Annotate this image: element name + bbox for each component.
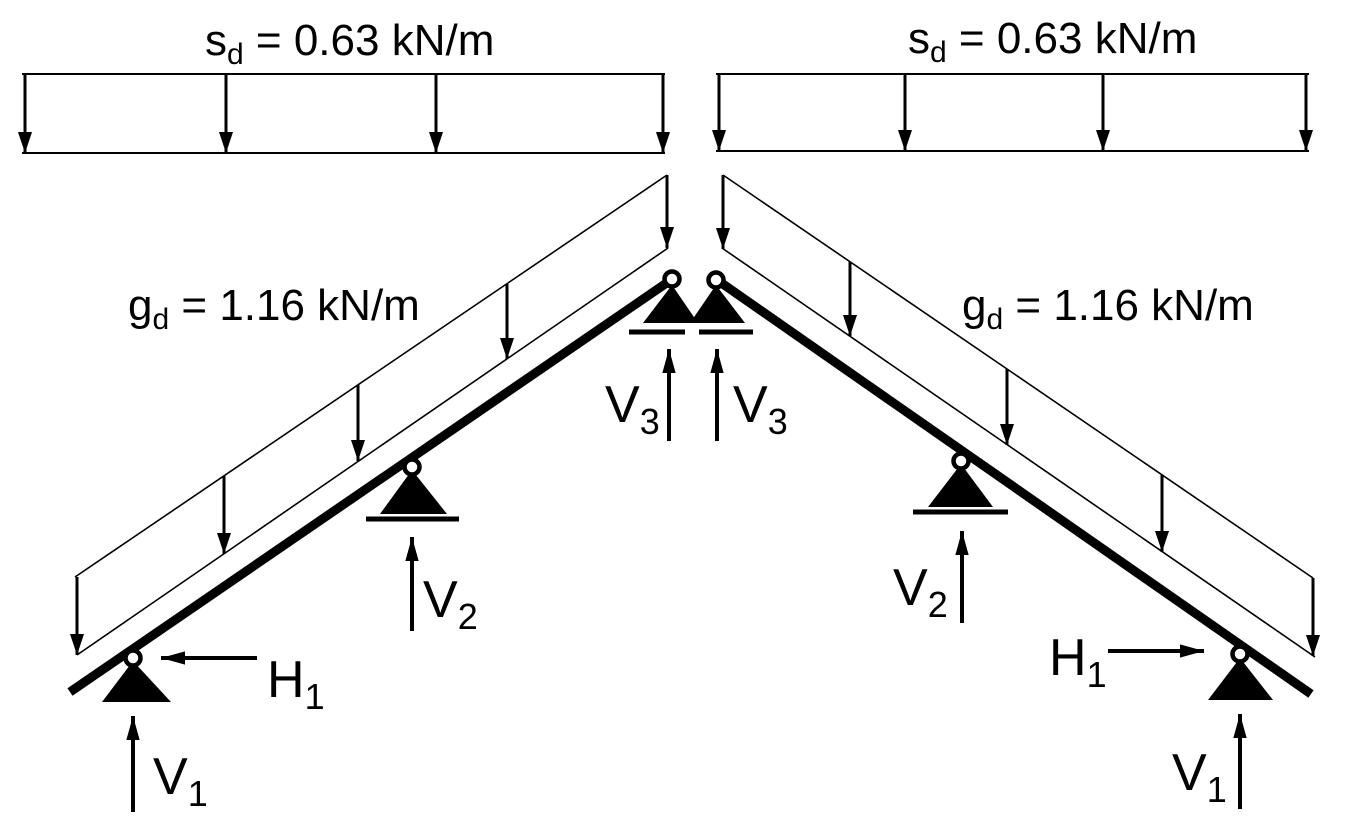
support-triangle — [380, 470, 447, 514]
snow-load-band-left: sd = 0.63 kN/m — [18, 16, 670, 154]
support-mid-left — [366, 457, 459, 522]
dead-band-bottom-line — [721, 247, 1316, 658]
support-ridge — [629, 269, 753, 335]
reaction-v1-left: V1 — [126, 716, 208, 814]
support-triangle — [643, 285, 698, 323]
reaction-v3-right: V3 — [710, 349, 788, 442]
support-bottom-right — [1208, 644, 1273, 700]
support-bottom-left — [102, 648, 171, 702]
reaction-label-v3-left: V3 — [605, 376, 660, 442]
reaction-v1-right: V1 — [1172, 714, 1247, 810]
snow-load-label-right: sd = 0.63 kN/m — [908, 14, 1197, 69]
reaction-v3-left: V3 — [605, 349, 676, 442]
reaction-v2-right: V2 — [893, 531, 969, 625]
reaction-h1-right: H1 — [1049, 629, 1204, 695]
dead-load-band-right: gd = 1.16 kN/m — [716, 174, 1320, 658]
reaction-label-h1-right: H1 — [1049, 629, 1107, 695]
reaction-label-h1-left: H1 — [267, 651, 325, 717]
pin-joint — [402, 457, 422, 477]
support-mid-right — [913, 451, 1008, 515]
support-triangle — [1208, 658, 1273, 700]
reaction-label-v2-left: V2 — [423, 571, 478, 637]
dead-load-label-left: gd = 1.16 kN/m — [128, 281, 420, 336]
support-triangle — [102, 661, 171, 702]
pin-joint — [123, 648, 143, 668]
reaction-label-v1-right: V1 — [1172, 744, 1227, 810]
dead-load-band-left: gd = 1.16 kN/m — [70, 174, 674, 656]
pin-joint — [951, 451, 971, 471]
snow-load-label-left: sd = 0.63 kN/m — [205, 16, 494, 71]
pin-joint — [662, 269, 682, 289]
pin-joint — [1230, 644, 1250, 664]
support-triangle — [928, 464, 993, 507]
reaction-label-v3-right: V3 — [733, 376, 788, 442]
reaction-v2-left: V2 — [405, 537, 478, 637]
rafter-right — [717, 278, 1314, 698]
dead-band-top-line — [74, 174, 668, 578]
dead-band-bottom-line — [76, 247, 669, 656]
reaction-h1-left: H1 — [161, 651, 325, 717]
snow-load-band-right: sd = 0.63 kN/m — [712, 14, 1313, 152]
reaction-label-v1-left: V1 — [153, 748, 208, 814]
support-triangle — [690, 285, 745, 323]
dead-load-label-right: gd = 1.16 kN/m — [962, 281, 1254, 336]
reaction-label-v2-right: V2 — [893, 559, 948, 625]
dead-band-top-line — [722, 174, 1314, 579]
rafter-left — [67, 278, 671, 696]
pin-joint — [706, 270, 726, 290]
